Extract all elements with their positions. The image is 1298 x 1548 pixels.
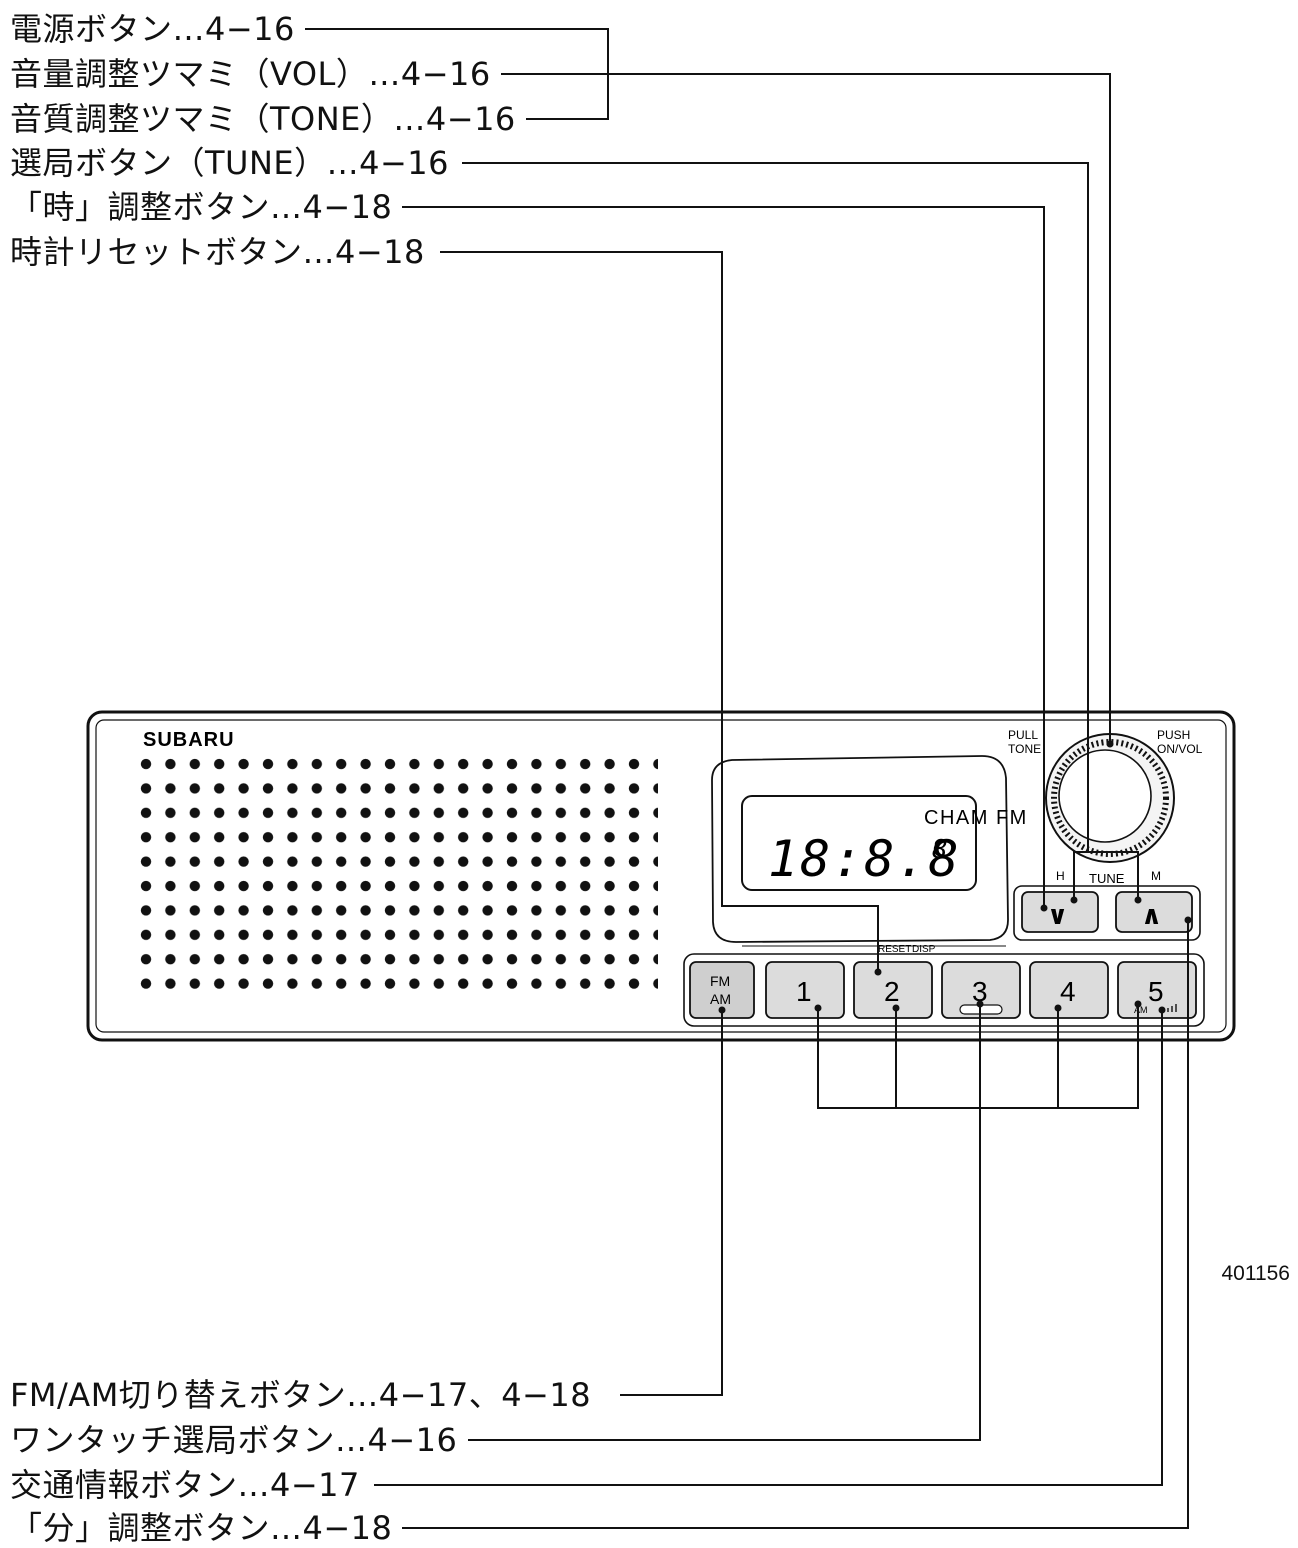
callout-fm-am-button: FM/AM切り替えボタン…4−17、4−18 (10, 1379, 602, 1411)
preset5-am-label: AM (1134, 1005, 1148, 1015)
pull-label: PULL (1008, 728, 1038, 742)
preset-label-4: 4 (1060, 976, 1076, 1007)
tune-button-group (1013, 885, 1201, 941)
lcd-time: 18:8.8 (768, 830, 961, 888)
lcd-screen (741, 795, 977, 891)
callout-minute-button: 「分」調整ボタン…4−18 (10, 1512, 403, 1544)
preset-row (683, 953, 1205, 1027)
fm-label: FM (710, 973, 730, 989)
lcd-mode-indicators: CHAM FM (924, 807, 1028, 829)
brand-logo: SUBARU (143, 729, 235, 751)
callout-tune-button: 選局ボタン（TUNE）…4−16 (10, 147, 460, 179)
speaker-grille (134, 752, 658, 996)
callout-hour-button: 「時」調整ボタン…4−18 (10, 191, 403, 223)
tone-label: TONE (1008, 742, 1041, 756)
preset-label-1: 1 (796, 976, 812, 1007)
chevron-down-icon: ∨ (1047, 901, 1068, 931)
preset-label-2: 2 (884, 976, 900, 1007)
leader-dots (718, 740, 1192, 1014)
lcd-small-digit: 8 (932, 835, 948, 865)
tune-label: TUNE (1089, 871, 1125, 886)
preset-button-2[interactable] (853, 961, 933, 1019)
callout-tone-knob: 音質調整ツマミ（TONE）…4−16 (10, 103, 526, 135)
preset-label-3: 3 (972, 976, 988, 1007)
push-label: PUSH (1157, 728, 1190, 742)
preset-button-1[interactable] (765, 961, 845, 1019)
callout-power-button: 電源ボタン…4−16 (10, 13, 305, 45)
display-bezel (711, 755, 1009, 943)
figure-id: 401156 (1221, 1262, 1290, 1285)
callout-clock-reset-button: 時計リセットボタン…4−18 (10, 236, 435, 268)
callout-volume-knob: 音量調整ツマミ（VOL）…4−16 (10, 58, 501, 90)
onvol-label: ON/VOL (1157, 742, 1203, 756)
preset-label-5: 5 (1148, 976, 1164, 1007)
am-label: AM (710, 991, 731, 1007)
callout-traffic-info-button: 交通情報ボタン…4−17 (10, 1469, 370, 1501)
preset-button-4[interactable] (1029, 961, 1109, 1019)
m-label: M (1151, 869, 1161, 883)
tune-down-button[interactable] (1021, 891, 1099, 933)
h-label: H (1056, 869, 1065, 883)
callout-one-touch-preset: ワンタッチ選局ボタン…4−16 (10, 1424, 468, 1456)
disp-label: DISP (912, 944, 936, 955)
chevron-up-icon: ∧ (1141, 901, 1162, 931)
volume-knob[interactable] (1045, 733, 1175, 863)
tune-up-button[interactable] (1115, 891, 1193, 933)
signal-icon (1167, 1004, 1177, 1012)
reset-label: RESET (878, 944, 911, 955)
leader-lines (304, 28, 1189, 1529)
